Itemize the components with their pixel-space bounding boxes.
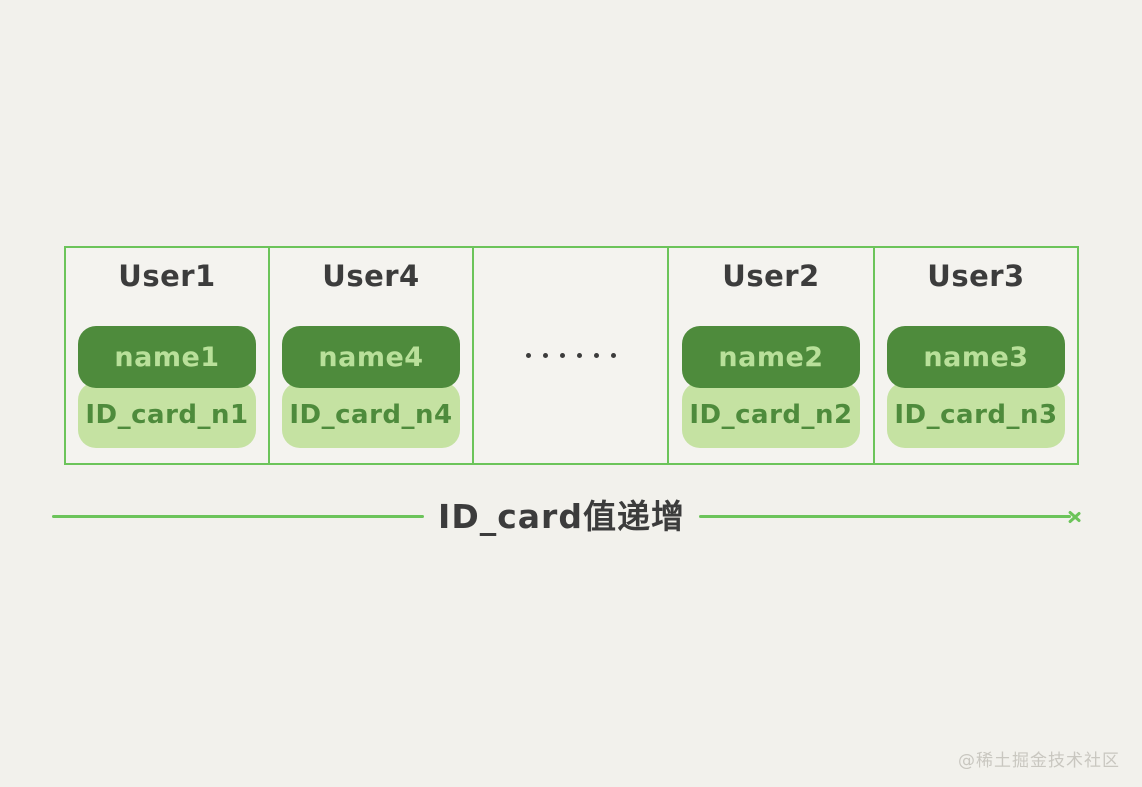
id-card-pill: ID_card_n4 [282,382,460,448]
arrow-label: ID_card值递增 [438,497,685,536]
user-cell-3: User2 name2 ID_card_n2 [669,248,875,463]
id-card-pill: ID_card_n3 [887,382,1065,448]
ellipsis-dot [576,353,582,358]
name-pill: name2 [682,326,860,388]
pill-stack: name3 ID_card_n3 [875,326,1077,448]
name-pill: name3 [887,326,1065,388]
pill-stack: name1 ID_card_n1 [66,326,268,448]
user-cell-title: User3 [927,259,1025,293]
ellipsis-dot [593,353,599,358]
increasing-order-arrow: ID_card值递增 [52,493,1087,539]
name-pill: name4 [282,326,460,388]
user-cell-title: User4 [322,259,420,293]
user-cell-title: User1 [118,259,216,293]
id-card-pill: ID_card_n1 [78,382,256,448]
id-card-pill: ID_card_n2 [682,382,860,448]
user-cell-2: User4 name4 ID_card_n4 [270,248,474,463]
user-cell-4: User3 name3 ID_card_n3 [875,248,1077,463]
user-cell-ellipsis [474,248,669,463]
arrow-line-right [698,514,1071,518]
ellipsis-dot [559,353,565,358]
pill-stack: name4 ID_card_n4 [270,326,472,448]
user-cell-title: User2 [722,259,820,293]
watermark: @稀土掘金技术社区 [958,751,1120,771]
ellipsis-dot [525,353,531,358]
ellipsis-dot [542,353,548,358]
arrow-line-left [52,514,425,518]
pill-stack: name2 ID_card_n2 [669,326,873,448]
user-cell-1: User1 name1 ID_card_n1 [66,248,270,463]
ellipsis-icon [474,248,667,463]
name-pill: name1 [78,326,256,388]
arrow-head-icon [1069,507,1087,525]
ellipsis-dot [610,353,616,358]
user-table: User1 name1 ID_card_n1 User4 name4 ID_ca… [64,246,1079,465]
